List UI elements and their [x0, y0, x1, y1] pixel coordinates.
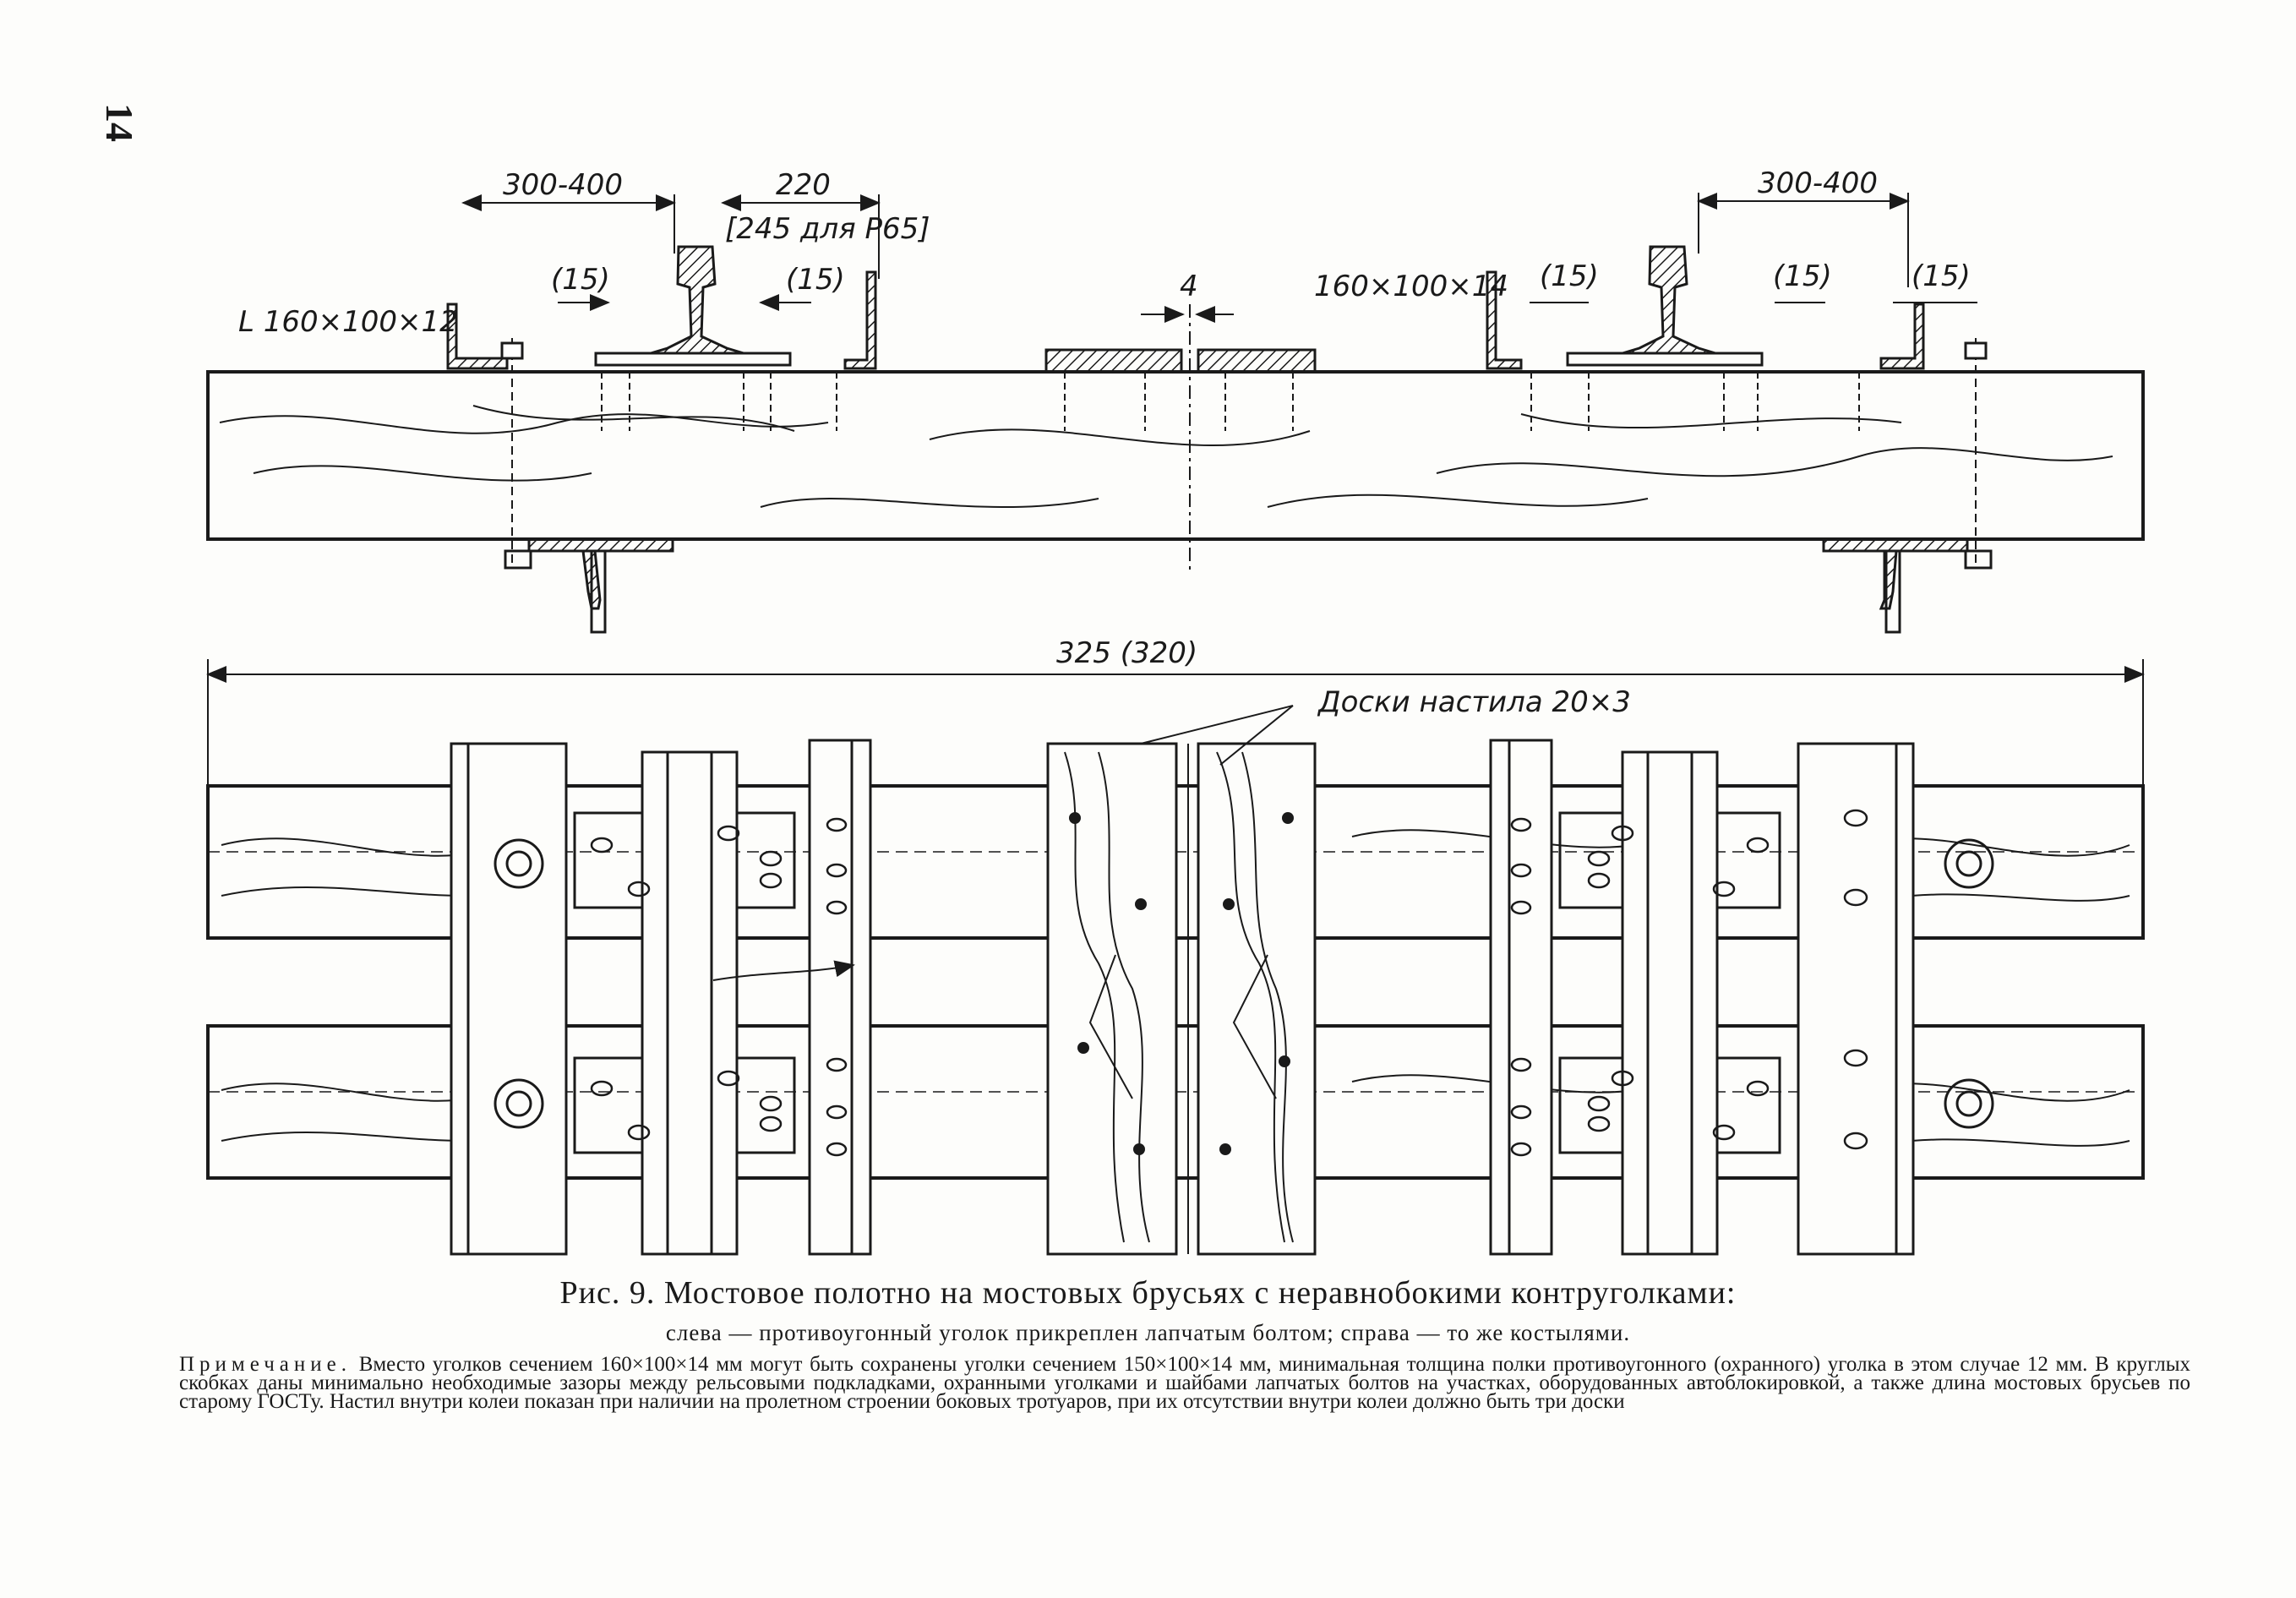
- bridge-tie-section: [206, 370, 2145, 541]
- spike-heads-left: [590, 817, 848, 1157]
- deck-board-nails: [1069, 812, 1294, 1155]
- deck-boards-label: Доски настила 20×3: [1317, 685, 1631, 719]
- dim-clearance-5: (15): [1912, 259, 1971, 293]
- dimension-lines: [461, 193, 1977, 323]
- rail-right-section: [1622, 245, 1716, 355]
- tie-plate-right: [1566, 352, 1764, 367]
- paw-bolt-washer-lower: [494, 1078, 544, 1129]
- overall-length-label: 325 (320): [1056, 636, 1197, 670]
- anti-creep-flange-right: [1797, 742, 1915, 1256]
- plan-view: [206, 659, 2145, 1256]
- tie-plate-left: [594, 352, 792, 367]
- angle-left-label: L 160×100×12: [238, 305, 458, 339]
- note-label: Примечание.: [179, 1353, 352, 1376]
- rail-left-section: [650, 245, 744, 355]
- guard-angle-left-inner: [843, 270, 877, 370]
- rail-right-plan: [1621, 750, 1719, 1256]
- dim-rail-pad-width: 220: [776, 168, 831, 202]
- paw-bolt-washer-upper: [494, 838, 544, 889]
- dim-center-gap: 4: [1180, 270, 1198, 303]
- dim-clearance-1: (15): [551, 263, 610, 297]
- dim-clearance-4: (15): [1773, 259, 1832, 293]
- bolt-right-upper: [1944, 838, 1994, 889]
- spikes: [601, 372, 1860, 431]
- dim-rail-pad-width-alt: [245 для Р65]: [725, 212, 930, 246]
- rail-left-plan: [641, 750, 739, 1256]
- figure-note: Примечание. Вместо уголков сечением 160×…: [179, 1353, 2190, 1413]
- deck-board-section-left: [1044, 348, 1183, 374]
- figure-subcaption: слева — противоугонный уголок прикреплен…: [665, 1320, 1631, 1345]
- wood-grain: [219, 405, 2113, 508]
- anti-creep-flange-left: [450, 742, 568, 1256]
- dim-top-right-gap: 300-400: [1758, 166, 1878, 200]
- angle-right-label: 160×100×14: [1314, 270, 1508, 303]
- note-text: Вместо уголков сечением 160×100×14 мм мо…: [179, 1353, 2190, 1413]
- guard-angle-plan-left: [808, 739, 872, 1256]
- anti-creep-angle-left: [504, 537, 674, 634]
- spike-heads-right: [1510, 809, 1868, 1157]
- deck-board-plan-left: [1046, 742, 1178, 1256]
- deck-board-plan-right: [1197, 742, 1317, 1256]
- anti-creep-angle-right: [1822, 537, 1993, 634]
- dim-clearance-3: (15): [1540, 259, 1599, 293]
- bolt-right-lower: [1944, 1078, 1994, 1129]
- guard-angle-right-inner: [1486, 270, 1523, 370]
- deck-board-section-right: [1197, 348, 1317, 374]
- dim-top-left-gap: 300-400: [503, 168, 623, 202]
- figure-caption: Рис. 9. Мостовое полотно на мостовых бру…: [559, 1275, 1737, 1311]
- guard-angle-right-outer: [1879, 303, 1925, 370]
- dim-clearance-2: (15): [786, 263, 845, 297]
- guard-angle-plan-right: [1489, 739, 1553, 1256]
- cross-section-view: [206, 193, 2145, 634]
- deck-board-grain: [1064, 751, 1294, 1243]
